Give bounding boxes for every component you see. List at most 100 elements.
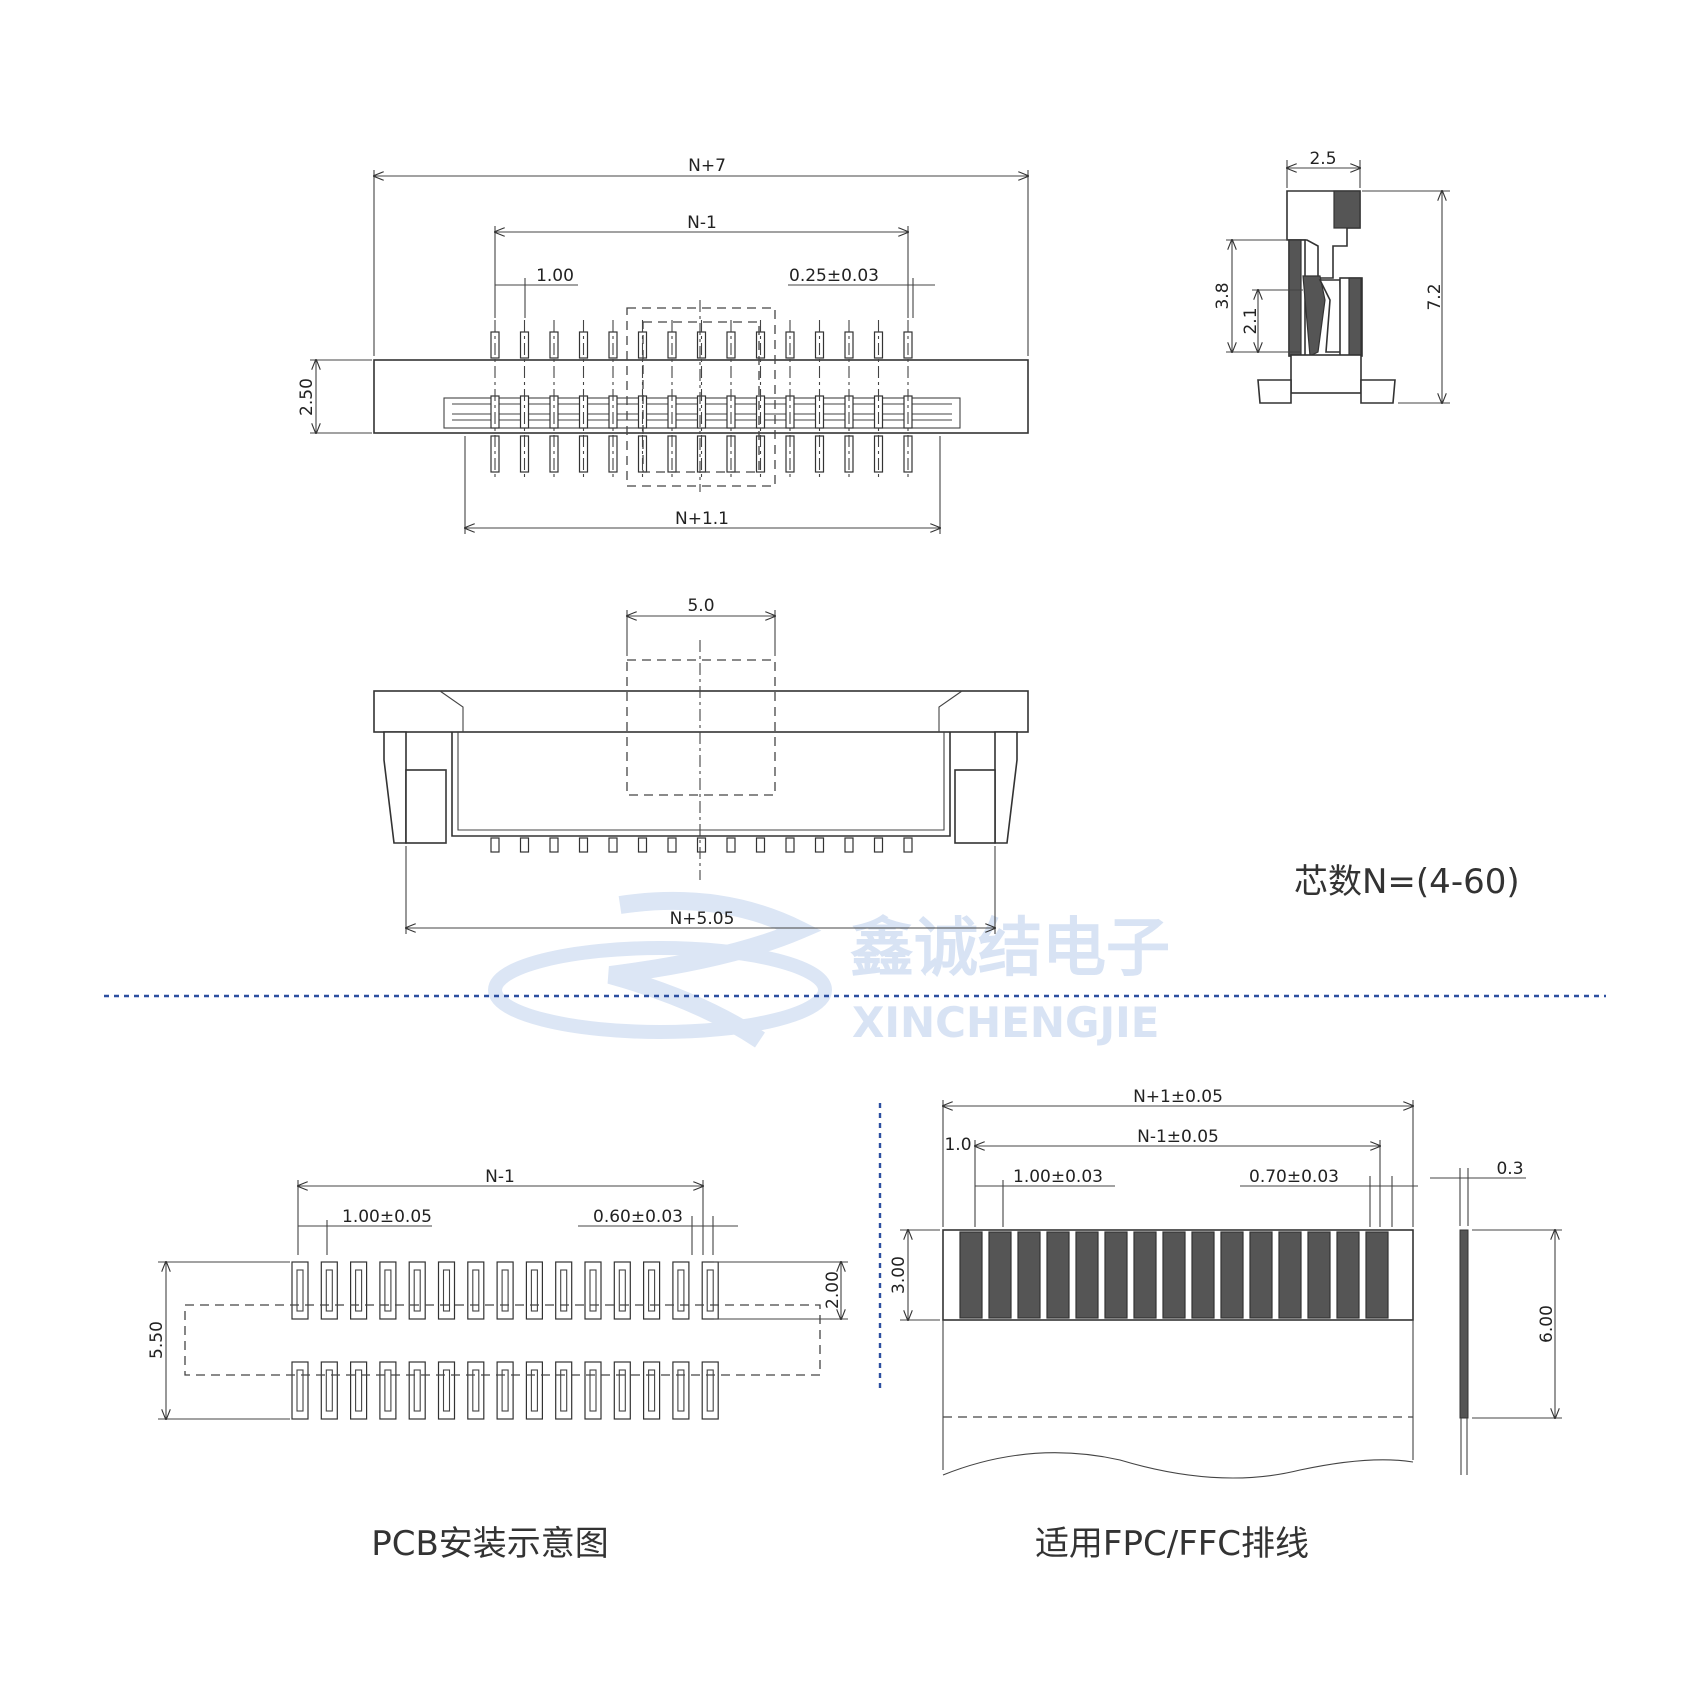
- dim-side-h1: 3.8: [1213, 282, 1233, 309]
- ffc-side-view: 0.3 6.00: [1430, 1159, 1562, 1475]
- dim-pcb-span: N-1: [485, 1167, 515, 1187]
- front-pin: [637, 837, 648, 853]
- front-pin: [608, 837, 618, 853]
- top-pin: [903, 320, 913, 480]
- ffc-finger: [1017, 1231, 1041, 1319]
- ffc-finger: [1220, 1231, 1244, 1319]
- ffc-finger: [1365, 1231, 1389, 1319]
- top-pins: [490, 320, 913, 480]
- dim-front-width: N+5.05: [670, 909, 735, 929]
- front-pin: [726, 837, 736, 853]
- front-view: 5.0 N+5.05: [373, 596, 1029, 934]
- pcb-pad: [437, 1261, 456, 1420]
- top-pin: [608, 320, 618, 480]
- dim-top-span: N-1: [687, 213, 717, 233]
- top-pin: [785, 320, 795, 480]
- front-pin: [844, 837, 854, 853]
- dim-side-h2: 2.1: [1241, 307, 1261, 334]
- front-pin: [785, 837, 795, 853]
- dim-top-bottom-span: N+1.1: [675, 509, 729, 529]
- top-pin: [519, 320, 530, 480]
- pcb-pad: [379, 1261, 397, 1420]
- pcb-pad: [291, 1261, 309, 1420]
- front-pin: [903, 837, 913, 853]
- pcb-pad: [555, 1261, 573, 1420]
- ffc-finger: [1191, 1231, 1215, 1319]
- pcb-pad: [320, 1261, 338, 1420]
- front-pins: [490, 837, 913, 853]
- dim-ffc-contact: 3.00: [889, 1256, 909, 1294]
- front-pin: [490, 837, 500, 853]
- top-pin: [844, 320, 854, 480]
- ffc-drawing: N+1±0.05 N-1±0.05 1.0 1.00±0.03 0.70±0.0…: [889, 1087, 1418, 1564]
- front-pin: [667, 837, 677, 853]
- pcb-pad: [613, 1261, 631, 1420]
- ffc-finger: [988, 1231, 1012, 1319]
- dim-top-pitch: 1.00: [536, 266, 574, 286]
- front-pin: [755, 837, 766, 853]
- pcb-layout: N-1 1.00±0.05 0.60±0.03 2.00 5.50 PCB安装示…: [147, 1167, 848, 1564]
- ffc-finger: [1046, 1231, 1070, 1319]
- top-view: N+7 N-1 1.00 0.25±0.03 2.50 N+1.1: [297, 156, 1028, 534]
- front-pin: [873, 837, 884, 853]
- watermark-logo: 鑫诚结电子 XINCHENGJIE: [488, 891, 1170, 1048]
- pcb-pad: [467, 1261, 485, 1420]
- pcb-caption: PCB安装示意图: [371, 1524, 609, 1564]
- ffc-finger: [1278, 1231, 1302, 1319]
- ffc-finger: [1133, 1231, 1157, 1319]
- pcb-pad: [584, 1261, 602, 1420]
- dim-ffc-span: N-1±0.05: [1137, 1127, 1219, 1147]
- side-view: 2.5 7.2 3.8 2.1: [1213, 149, 1450, 403]
- pcb-pad: [642, 1261, 661, 1420]
- ffc-finger: [1249, 1231, 1273, 1319]
- ffc-finger: [959, 1231, 983, 1319]
- dim-ffc-pitch: 1.00±0.03: [1013, 1167, 1103, 1187]
- watermark-cn: 鑫诚结电子: [850, 912, 1170, 986]
- top-pin: [490, 320, 500, 480]
- front-pin: [549, 837, 559, 853]
- top-pin: [578, 320, 589, 480]
- top-pin: [696, 320, 707, 480]
- pcb-body-outline: [184, 1304, 821, 1376]
- front-latch-outline: [626, 659, 776, 796]
- front-pin: [814, 837, 825, 853]
- pcb-pads: [291, 1261, 719, 1420]
- dim-ffc-conductor: 0.70±0.03: [1249, 1167, 1339, 1187]
- front-pin: [519, 837, 530, 853]
- top-pin: [726, 320, 736, 480]
- pcb-pad: [408, 1261, 426, 1420]
- top-pin: [873, 320, 884, 480]
- dim-side-width: 2.5: [1309, 149, 1336, 169]
- dim-pcb-padwidth: 0.60±0.03: [593, 1207, 683, 1227]
- ffc-finger: [1075, 1231, 1099, 1319]
- dim-front-cutout: 5.0: [687, 596, 714, 616]
- top-pin: [549, 320, 559, 480]
- pin-count-label: 芯数N=(4-60): [1294, 862, 1520, 902]
- dim-pcb-gap: 2.00: [823, 1271, 843, 1309]
- dim-ffc-thickness: 0.3: [1496, 1159, 1523, 1179]
- front-pin: [578, 837, 589, 853]
- dim-side-height: 7.2: [1425, 283, 1445, 310]
- pcb-pad: [350, 1261, 368, 1420]
- watermark-en: XINCHENGJIE: [852, 998, 1159, 1047]
- front-pin: [696, 837, 707, 853]
- dim-top-height: 2.50: [297, 378, 317, 416]
- dim-pcb-pitch: 1.00±0.05: [342, 1207, 432, 1227]
- top-pin: [814, 320, 825, 480]
- ffc-finger: [1336, 1231, 1360, 1319]
- ffc-fingers: [959, 1231, 1389, 1319]
- latch-area-outline: [626, 307, 776, 487]
- top-pin: [755, 320, 766, 480]
- pcb-pad: [525, 1261, 544, 1420]
- top-pin: [667, 320, 677, 480]
- ffc-caption: 适用FPC/FFC排线: [1035, 1524, 1309, 1564]
- ffc-finger: [1307, 1231, 1331, 1319]
- ffc-finger: [1104, 1231, 1128, 1319]
- pcb-pad: [672, 1261, 690, 1420]
- pcb-pad: [496, 1261, 514, 1420]
- dim-top-pinwidth: 0.25±0.03: [789, 266, 879, 286]
- pcb-pad: [701, 1261, 719, 1420]
- dim-ffc-stiffener: 6.00: [1537, 1305, 1557, 1343]
- dim-top-overall: N+7: [688, 156, 726, 176]
